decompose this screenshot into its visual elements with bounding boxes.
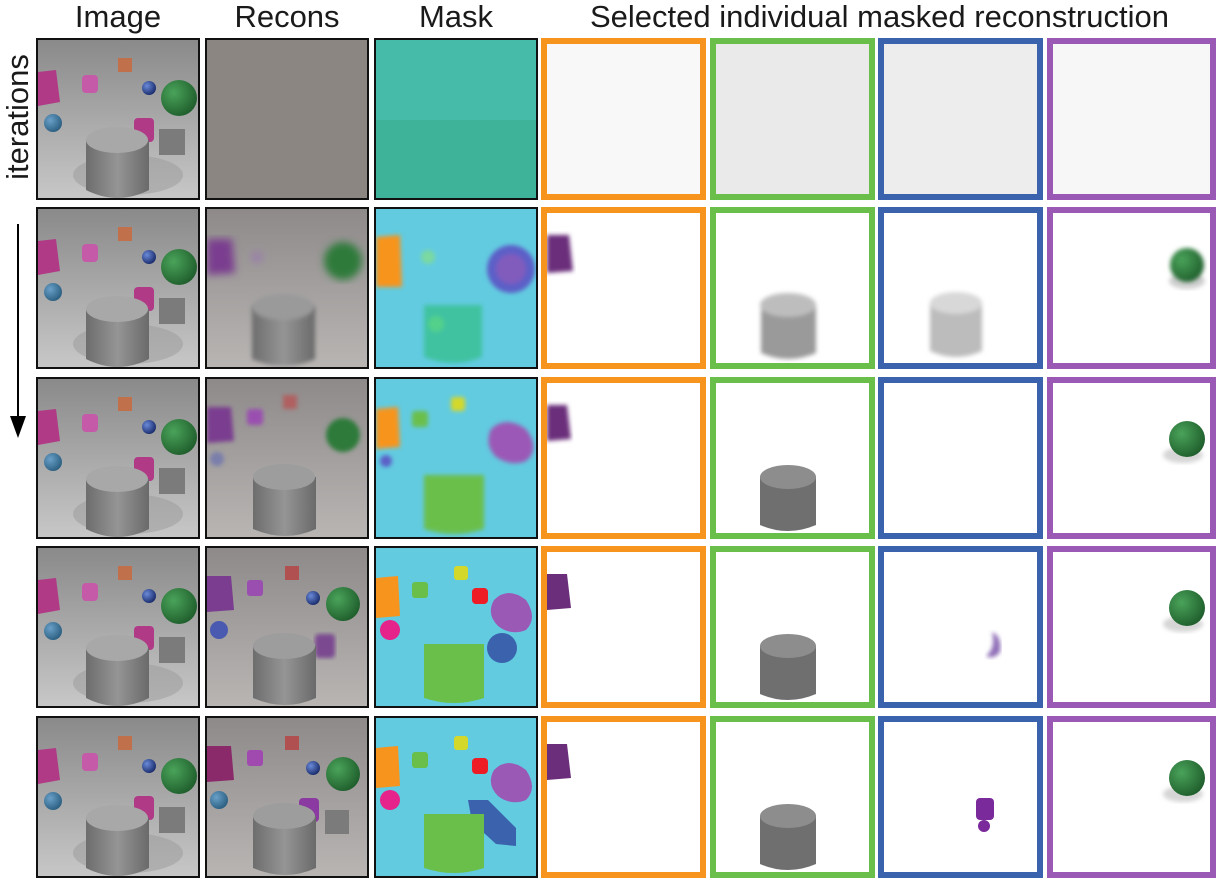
masked-recon-purple [1047, 377, 1216, 539]
iterations-arrow-line [17, 224, 19, 419]
masked-recon-green [710, 38, 875, 200]
input-image [36, 377, 200, 539]
mask [374, 38, 538, 200]
iteration-row [0, 207, 1218, 369]
masked-recon-orange [541, 207, 706, 369]
header-recons: Recons [234, 0, 340, 34]
masked-recon-green [710, 377, 875, 539]
masked-recon-orange [541, 546, 706, 708]
mask [374, 716, 538, 878]
iteration-row [0, 38, 1218, 200]
reconstruction [205, 546, 369, 708]
iteration-row [0, 716, 1218, 878]
masked-recon-blue [878, 377, 1043, 539]
mask [374, 546, 538, 708]
input-image [36, 716, 200, 878]
reconstruction [205, 716, 369, 878]
iteration-row [0, 546, 1218, 708]
header-selected: Selected individual masked reconstructio… [590, 0, 1169, 34]
input-image [36, 546, 200, 708]
reconstruction [205, 38, 369, 200]
input-image [36, 207, 200, 369]
masked-recon-orange [541, 377, 706, 539]
mask [374, 207, 538, 369]
masked-recon-purple [1047, 207, 1216, 369]
masked-recon-orange [541, 716, 706, 878]
input-image [36, 38, 200, 200]
reconstruction [205, 207, 369, 369]
masked-recon-blue [878, 207, 1043, 369]
iterations-arrow-head [10, 416, 26, 438]
header-mask: Mask [418, 0, 494, 34]
masked-recon-green [710, 546, 875, 708]
masked-recon-green [710, 716, 875, 878]
reconstruction [205, 377, 369, 539]
masked-recon-purple [1047, 716, 1216, 878]
mask [374, 377, 538, 539]
iteration-row [0, 377, 1218, 539]
masked-recon-green [710, 207, 875, 369]
masked-recon-blue [878, 716, 1043, 878]
masked-recon-purple [1047, 38, 1216, 200]
masked-recon-blue [878, 38, 1043, 200]
masked-recon-blue [878, 546, 1043, 708]
masked-recon-orange [541, 38, 706, 200]
header-image: Image [74, 0, 162, 34]
masked-recon-purple [1047, 546, 1216, 708]
